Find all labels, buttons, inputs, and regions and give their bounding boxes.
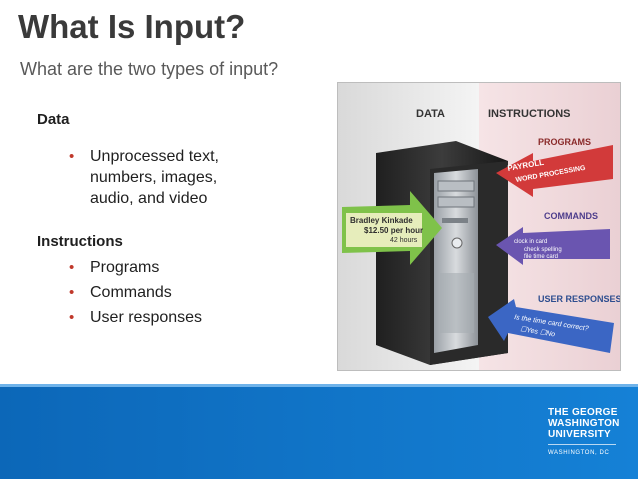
instruction-bullet: • Commands	[69, 282, 172, 303]
commands-arrow: COMMANDS clock in card check spelling fi…	[496, 211, 610, 265]
label-programs: PROGRAMS	[538, 137, 591, 147]
instruction-bullet: • User responses	[69, 307, 203, 328]
label-commands: COMMANDS	[544, 211, 598, 221]
slide-subtitle: What are the two types of input?	[20, 59, 279, 79]
instructions-heading: Instructions	[37, 233, 123, 250]
label-user-responses: USER RESPONSES	[538, 294, 620, 304]
footer-bar	[0, 384, 638, 479]
slide-title: What Is Input?	[18, 8, 246, 45]
logo-line: THE GEORGE	[548, 407, 618, 418]
logo-location: WASHINGTON, DC	[548, 444, 616, 459]
user-responses-arrow: USER RESPONSES Is the time card correct?…	[488, 294, 620, 353]
commands-arrow-text: file time card	[524, 254, 558, 260]
instruction-bullet-text: User responses	[90, 309, 203, 326]
programs-arrow: PROGRAMS PAYROLL WORD PROCESSING	[496, 137, 613, 197]
input-illustration: DATA INSTRUCTIONS PROGRAMS PAYROLL WORD …	[337, 82, 621, 371]
data-arrow-text: Bradley Kinkade	[350, 216, 413, 225]
university-logo: THE GEORGE WASHINGTON UNIVERSITY WASHING…	[548, 407, 620, 459]
commands-arrow-text: check spelling	[524, 247, 562, 253]
bullet-marker: •	[69, 259, 75, 276]
footer-stripe	[0, 384, 638, 387]
computer-tower-icon	[376, 141, 508, 365]
bullet-marker: •	[69, 284, 75, 301]
figure-header-instructions: INSTRUCTIONS	[488, 108, 571, 120]
computer-input-diagram: DATA INSTRUCTIONS PROGRAMS PAYROLL WORD …	[338, 83, 620, 370]
data-bullet-line: numbers, images,	[90, 169, 218, 186]
logo-line: UNIVERSITY	[548, 429, 612, 440]
data-arrow-text: $12.50 per hour	[364, 226, 423, 235]
data-arrow-text: 42 hours	[390, 237, 418, 244]
commands-arrow-text: clock in card	[514, 239, 547, 245]
figure-header-data: DATA	[416, 108, 445, 120]
logo-line: WASHINGTON	[548, 418, 620, 429]
instruction-bullet-text: Programs	[90, 259, 160, 276]
bullet-marker: •	[69, 309, 75, 326]
instruction-bullet-text: Commands	[90, 284, 172, 301]
data-bullet-line: audio, and video	[90, 190, 208, 207]
bullet-marker: •	[69, 148, 75, 165]
data-heading: Data	[37, 111, 70, 128]
instruction-bullet: • Programs	[69, 257, 160, 278]
data-arrow: Bradley Kinkade $12.50 per hour 42 hours	[342, 191, 442, 265]
data-bullet-line: Unprocessed text,	[90, 148, 219, 165]
data-bullet: • Unprocessed text, numbers, images, aud…	[69, 146, 219, 209]
